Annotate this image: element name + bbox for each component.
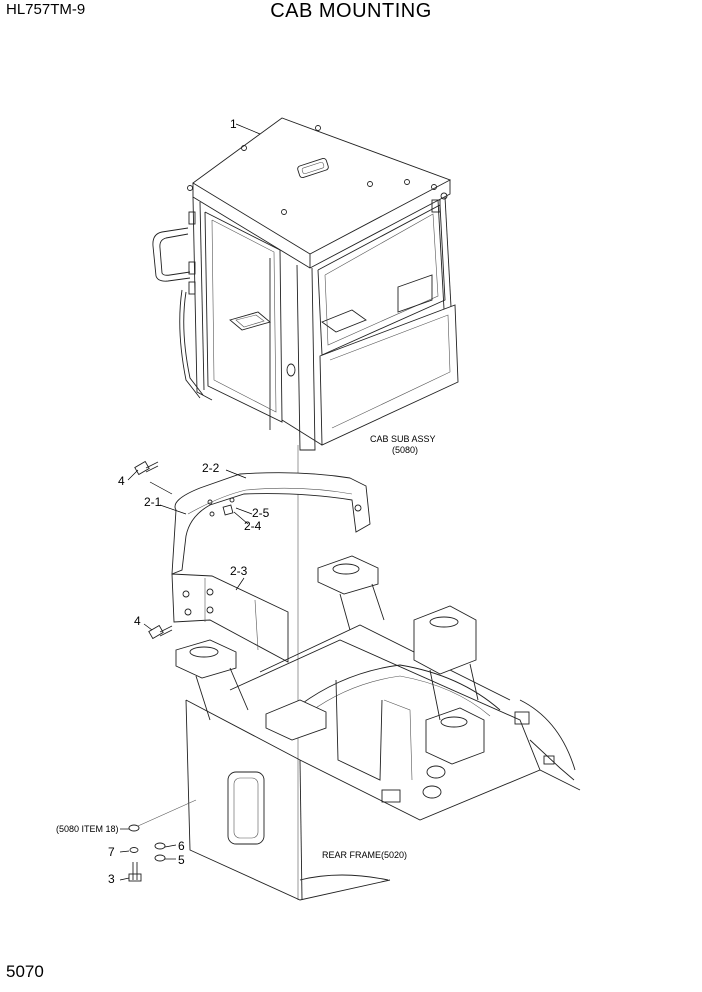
note-cab-sub-assy: CAB SUB ASSY — [370, 434, 436, 444]
washer-item18 — [128, 824, 140, 832]
washer-7 — [129, 847, 139, 853]
page-number: 5070 — [6, 962, 44, 981]
rear-frame — [175, 555, 581, 901]
callout-5: 5 — [178, 853, 185, 867]
washer-6 — [154, 842, 166, 850]
callout-2-3: 2-3 — [230, 564, 248, 578]
leader-lines — [119, 123, 261, 881]
note-cab-sub-assy-ref: (5080) — [392, 445, 418, 455]
page-title: CAB MOUNTING — [270, 0, 432, 22]
callout-3: 3 — [108, 872, 115, 886]
bolt-lower — [148, 624, 173, 640]
model-number: HL757TM-9 — [6, 1, 86, 18]
callout-2-1: 2-1 — [144, 495, 162, 509]
callout-4-upper: 4 — [118, 474, 125, 488]
note-item18-ref: (5080 ITEM 18) — [56, 824, 119, 834]
note-rear-frame: REAR FRAME(5020) — [322, 850, 407, 860]
callout-2-2: 2-2 — [202, 461, 220, 475]
callout-2-5: 2-5 — [252, 506, 270, 520]
mounting-bracket — [171, 472, 371, 663]
callout-6: 6 — [178, 839, 185, 853]
bolt-upper — [134, 460, 159, 476]
callout-7: 7 — [108, 845, 115, 859]
callout-1: 1 — [230, 117, 237, 131]
callout-4-lower: 4 — [134, 614, 141, 628]
nut-5 — [154, 854, 166, 862]
hardware-stack — [128, 799, 197, 882]
cab-sub-assembly — [152, 117, 459, 451]
callout-2-4: 2-4 — [244, 519, 262, 533]
